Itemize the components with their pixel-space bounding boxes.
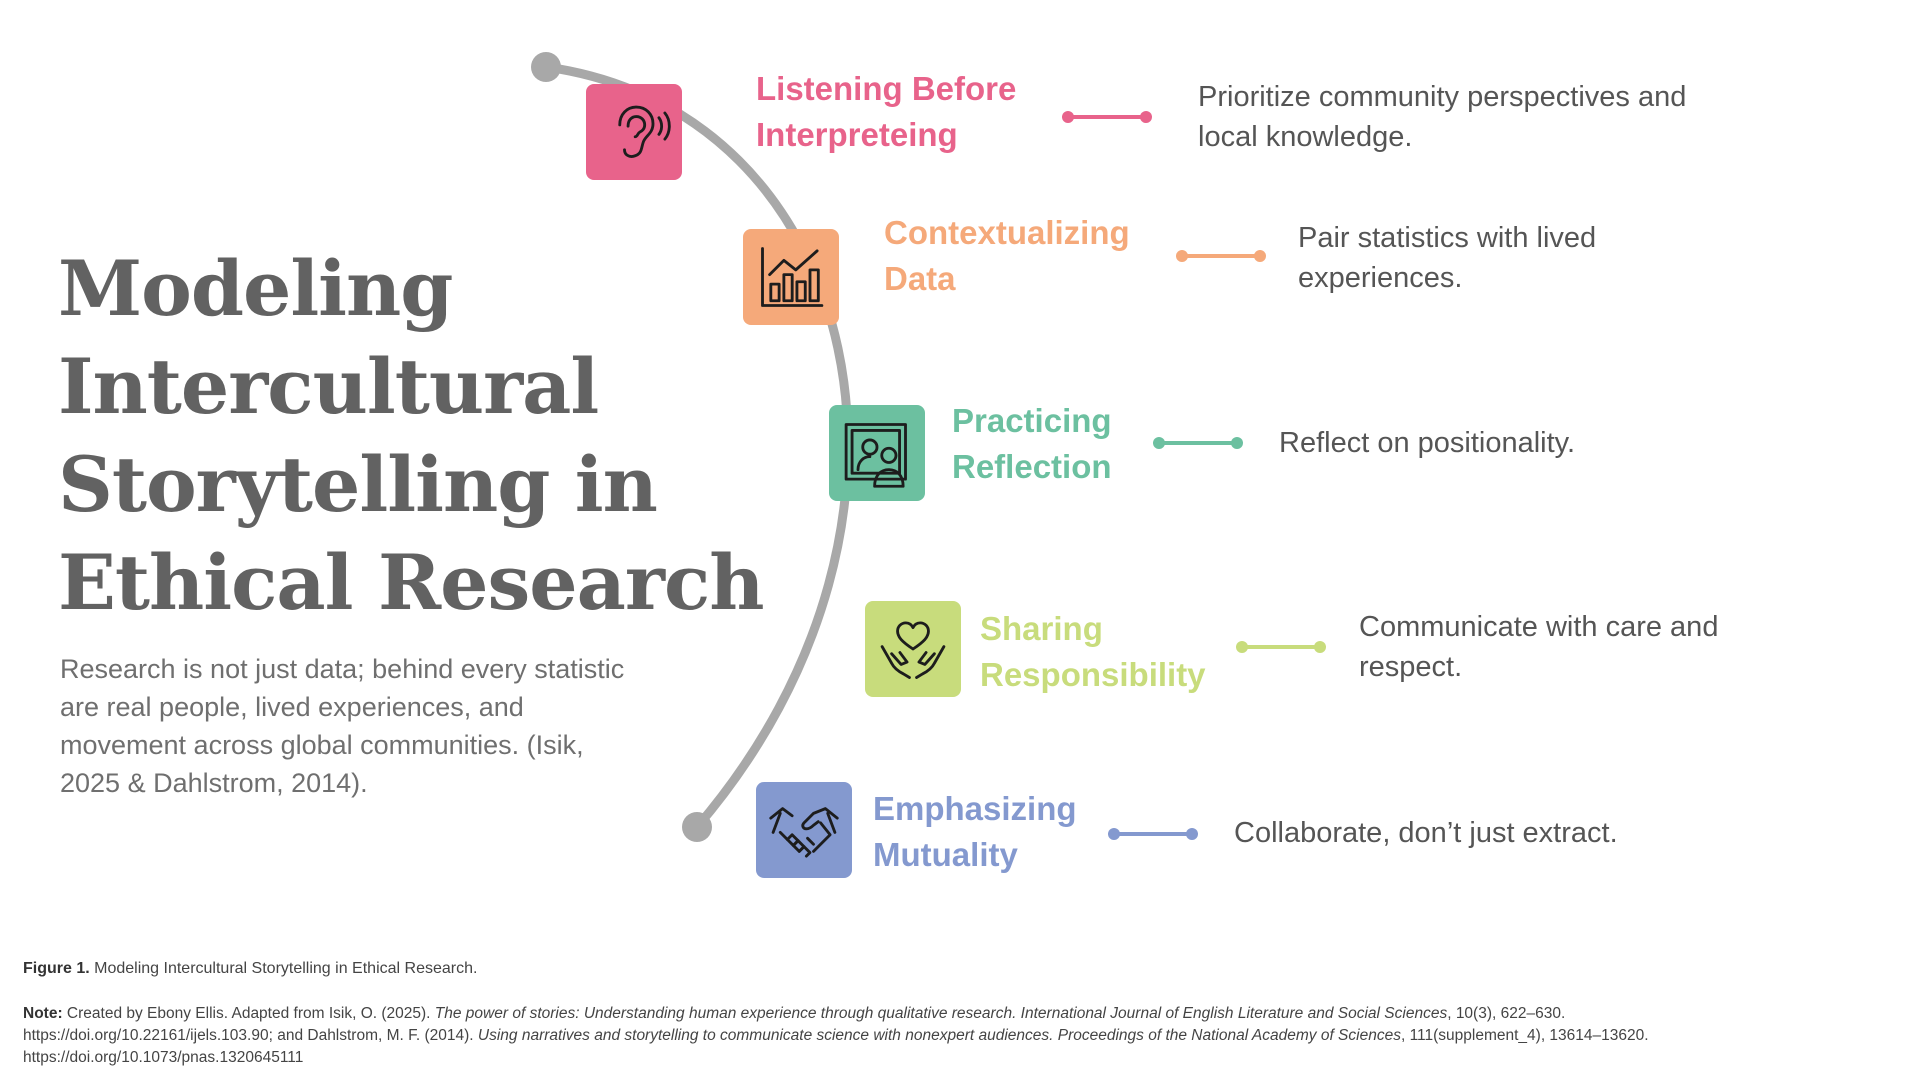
- step-title-line: Interpreteing: [756, 116, 958, 153]
- bar-chart-icon: [743, 229, 839, 325]
- step-title-line: Reflection: [952, 448, 1112, 485]
- step-title-line: Practicing: [952, 402, 1112, 439]
- heart-hands-icon: [865, 601, 961, 697]
- title-line: Ethical Research: [58, 538, 764, 627]
- note-text: https://doi.org/10.22161/ijels.103.90; a…: [23, 1027, 478, 1044]
- note-line-1: Note: Created by Ebony Ellis. Adapted fr…: [23, 1003, 1649, 1025]
- step-description: Pair statistics with lived experiences.: [1298, 222, 1597, 294]
- mirror-people-icon: [829, 405, 925, 501]
- step-title-line: Responsibility: [980, 656, 1206, 693]
- note-italic: Using narratives and storytelling to com…: [477, 1027, 1401, 1044]
- step-title-line: Sharing: [980, 610, 1103, 647]
- note-line-3: https://doi.org/10.1073/pnas.1320645111: [23, 1049, 304, 1066]
- title-line: Modeling: [58, 244, 453, 333]
- step-title-listening: Listening Before Interpreteing: [756, 66, 1016, 158]
- step-title-emphasizing: Emphasizing Mutuality: [873, 786, 1077, 878]
- note-label: Note:: [23, 1005, 63, 1022]
- page-title: Modeling Intercultural Storytelling in E…: [58, 240, 764, 632]
- note-italic: The power of stories: Understanding huma…: [434, 1005, 1448, 1022]
- note-text: , 111(supplement_4), 13614–13620.: [1400, 1027, 1649, 1044]
- step-description: Communicate with care and respect.: [1359, 611, 1719, 683]
- connector-listening: [1062, 110, 1152, 124]
- step-title-line: Contextualizing: [884, 214, 1130, 251]
- step-title-sharing: Sharing Responsibility: [980, 606, 1206, 698]
- step-title-line: Listening Before: [756, 70, 1017, 107]
- connector-emphasizing: [1108, 827, 1198, 841]
- handshake-icon: [756, 782, 852, 878]
- note: Note: Created by Ebony Ellis. Adapted fr…: [23, 1003, 1649, 1069]
- step-description: Prioritize community perspectives and lo…: [1198, 81, 1687, 153]
- figure-caption: Figure 1. Modeling Intercultural Storyte…: [23, 958, 477, 980]
- title-line: Intercultural: [58, 342, 599, 431]
- connector-contextualizing: [1176, 249, 1266, 263]
- note-line-2: https://doi.org/10.22161/ijels.103.90; a…: [23, 1025, 1649, 1047]
- step-title-line: Emphasizing: [873, 790, 1077, 827]
- ear-icon: [586, 84, 682, 180]
- figure-label: Figure 1.: [23, 960, 90, 977]
- connector-practicing: [1153, 436, 1243, 450]
- step-title-contextualizing: Contextualizing Data: [884, 210, 1130, 302]
- step-title-line: Mutuality: [873, 836, 1018, 873]
- note-text: , 10(3), 622–630.: [1447, 1005, 1566, 1022]
- figure-text: Modeling Intercultural Storytelling in E…: [94, 960, 478, 977]
- step-description: Collaborate, don’t just extract.: [1234, 817, 1618, 849]
- connector-sharing: [1236, 640, 1326, 654]
- arc-end-dot: [682, 812, 712, 842]
- step-title-practicing: Practicing Reflection: [952, 398, 1112, 490]
- step-title-line: Data: [884, 260, 956, 297]
- step-description: Reflect on positionality.: [1279, 427, 1576, 459]
- arc-start-dot: [531, 52, 561, 82]
- subtitle: Research is not just data; behind every …: [60, 654, 625, 798]
- note-text: Created by Ebony Ellis. Adapted from Isi…: [66, 1005, 435, 1022]
- title-line: Storytelling in: [58, 440, 658, 529]
